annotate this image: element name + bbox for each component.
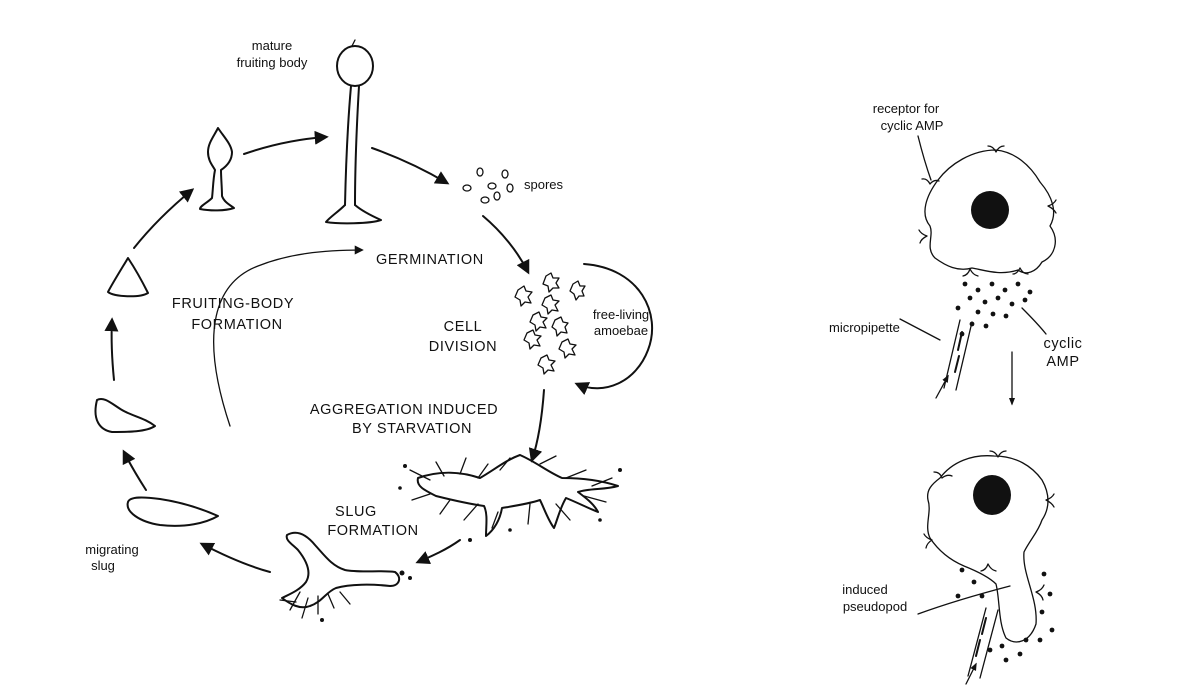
chemotaxis-diagram: receptor for cyclic AMP micropipette cyc…	[829, 101, 1083, 684]
label-pseudopod: pseudopod	[843, 599, 907, 614]
arrow-to-migrating-slug	[202, 544, 270, 572]
label-migrating-slug: slug	[91, 558, 115, 573]
label-cell: CELL	[444, 319, 483, 335]
top-amoeba-drawing	[919, 146, 1056, 276]
label-germination: GERMINATION	[376, 252, 484, 268]
label-spores: spores	[524, 177, 564, 192]
label-cyclic: cyclic	[1043, 336, 1082, 352]
label-fruiting-body: fruiting body	[237, 55, 308, 70]
arrow-fruiting-body-formation	[214, 250, 362, 426]
arrow-slug-to-mound	[112, 320, 114, 380]
cyclic-amp-dots-top	[956, 282, 1046, 337]
arrow-fruiting-body-to-spores	[372, 148, 447, 183]
label-fruiting-body-formation-1: FRUITING-BODY	[172, 296, 294, 312]
migrating-slug-drawing	[128, 497, 218, 525]
arrow-aggregation	[532, 390, 544, 460]
bottom-amoeba-drawing	[924, 451, 1054, 642]
label-aggregation-2: BY STARVATION	[352, 421, 472, 437]
label-amoebae: amoebae	[594, 323, 648, 338]
label-induced: induced	[842, 582, 888, 597]
bottom-micropipette-drawing	[966, 608, 998, 684]
mound-drawing	[108, 258, 148, 296]
receptor-leader-line	[918, 136, 931, 180]
label-division: DIVISION	[429, 339, 497, 355]
arrow-slug-formation	[418, 540, 460, 562]
cyclic-amp-dots-bottom	[918, 568, 1054, 663]
label-slug: SLUG	[335, 504, 377, 520]
amoebae-drawing	[515, 273, 585, 374]
label-receptor-for: receptor for	[873, 101, 940, 116]
label-amp: AMP	[1046, 354, 1079, 370]
slug-formation-drawing	[280, 533, 412, 622]
top-micropipette-drawing	[900, 319, 972, 398]
slug-drawing-1	[95, 399, 155, 432]
label-mature: mature	[252, 38, 292, 53]
label-formation: FORMATION	[327, 523, 418, 539]
label-micropipette: micropipette	[829, 320, 900, 335]
label-fruiting-body-formation-2: FORMATION	[191, 317, 282, 333]
arrow-mound-to-culminant	[134, 190, 192, 248]
arrow-culminant-to-fruiting-body	[244, 137, 326, 154]
life-cycle-diagram: mature fruiting body spores GERMINATION …	[85, 38, 652, 622]
culminant-drawing	[200, 128, 234, 210]
arrow-germination	[483, 216, 528, 272]
aggregation-drawing	[398, 455, 622, 542]
label-free-living: free-living	[593, 307, 649, 322]
label-aggregation-1: AGGREGATION INDUCED	[310, 402, 498, 418]
label-migrating: migrating	[85, 542, 138, 557]
label-cyclic-amp-receptor: cyclic AMP	[881, 118, 944, 133]
mature-fruiting-body-drawing	[326, 40, 381, 223]
spores-drawing	[463, 168, 513, 203]
arrow-slug-to-slug	[124, 452, 146, 490]
